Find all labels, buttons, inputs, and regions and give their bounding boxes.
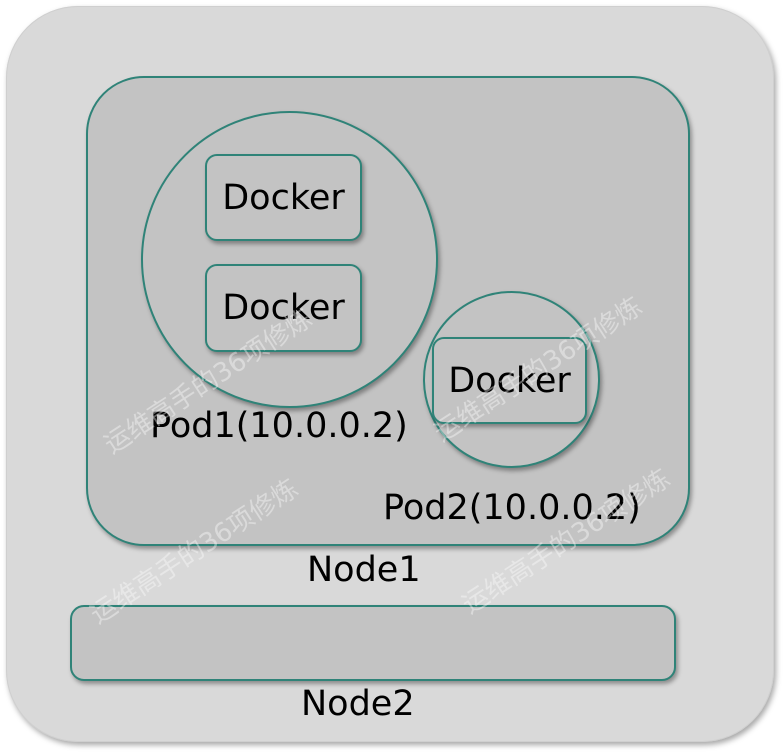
node2-box xyxy=(70,605,676,681)
pod2-docker-1: Docker xyxy=(432,337,587,424)
pod2-label: Pod2(10.0.0.2) xyxy=(383,488,641,528)
pod1-docker-1: Docker xyxy=(205,154,362,241)
pod1-docker-2: Docker xyxy=(205,264,362,352)
pod1-label: Pod1(10.0.0.2) xyxy=(150,406,408,446)
node2-label: Node2 xyxy=(301,684,415,724)
node1-label: Node1 xyxy=(307,550,421,590)
